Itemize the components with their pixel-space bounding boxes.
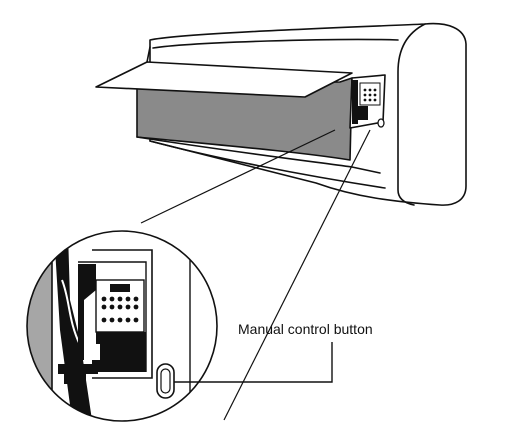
magnified-view [27, 231, 217, 421]
callout-leader-line [174, 342, 333, 383]
flap-hinge-line [146, 46, 151, 63]
terminal-block [101, 296, 139, 323]
air-conditioner-unit [95, 22, 467, 206]
front-flap [95, 61, 353, 98]
magnified-wall [27, 231, 52, 421]
manual-control-button-icon [156, 363, 175, 399]
control-box-detail [352, 80, 385, 128]
unit-end-cap [397, 23, 426, 206]
magnifier-outline [26, 230, 218, 422]
small-button-icon [377, 118, 385, 128]
open-panel-recess [136, 77, 353, 161]
unit-top-bezel [152, 38, 399, 49]
callout-label: Manual control button [238, 321, 373, 337]
zoom-leader-lines [140, 129, 371, 421]
unit-lower-edge [136, 136, 381, 174]
unit-bottom-curve [149, 140, 386, 189]
